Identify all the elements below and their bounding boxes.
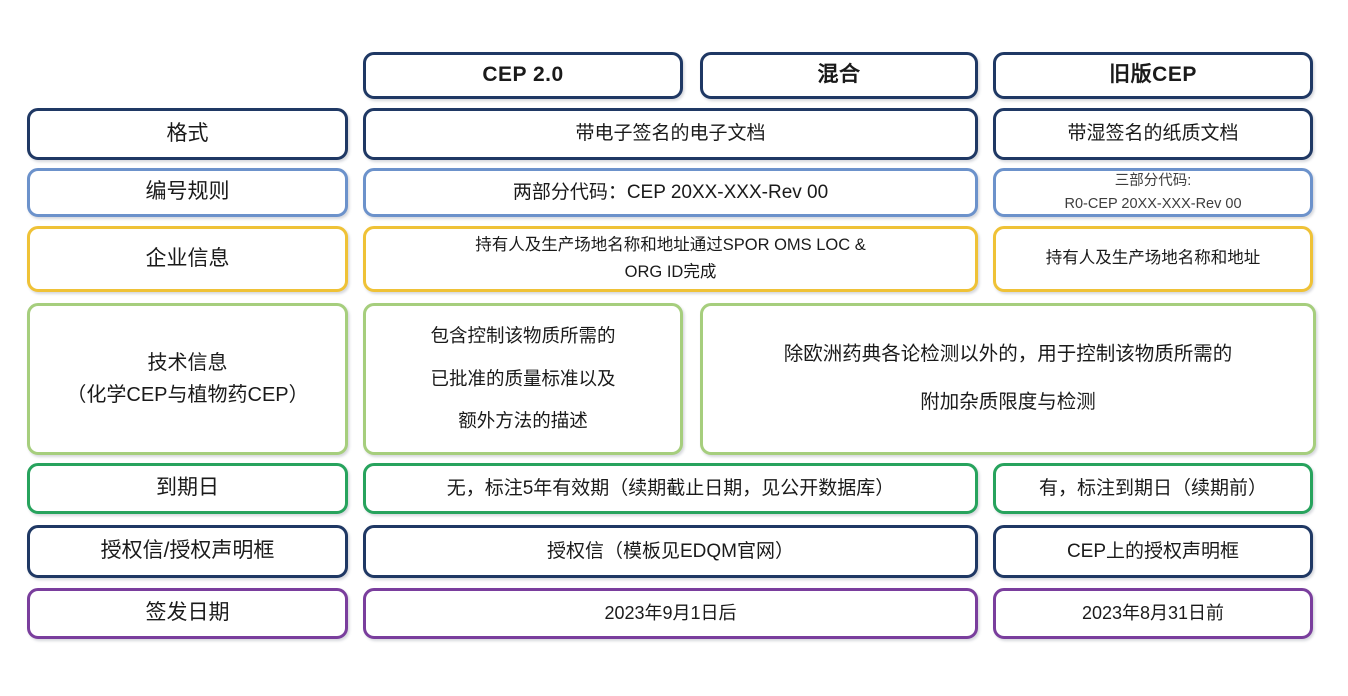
row-label-format: 格式 — [27, 108, 348, 160]
cell-technical-mixed-legacy-line2: 附加杂质限度与检测 — [920, 391, 1096, 413]
cell-format-legacy: 带湿签名的纸质文档 — [993, 108, 1313, 160]
row-label-expiry-date-text: 到期日 — [156, 476, 219, 500]
row-label-authorization-text: 授权信/授权声明框 — [100, 539, 275, 563]
cell-issue-date-legacy: 2023年8月31日前 — [993, 588, 1313, 639]
cell-issue-date-cep20-mixed: 2023年9月1日后 — [363, 588, 978, 639]
row-label-company-info: 企业信息 — [27, 226, 348, 292]
row-label-issue-date-text: 签发日期 — [145, 601, 230, 625]
cell-technical-mixed-legacy: 除欧洲药典各论检测以外的，用于控制该物质所需的 附加杂质限度与检测 — [700, 303, 1316, 455]
row-label-format-text: 格式 — [166, 121, 209, 145]
cell-authorization-legacy: CEP上的授权声明框 — [993, 525, 1313, 578]
cell-issue-date-legacy-text: 2023年8月31日前 — [1081, 603, 1225, 624]
col-header-cep20-label: CEP 2.0 — [482, 63, 564, 87]
cell-numbering-cep20-mixed: 两部分代码：CEP 20XX-XXX-Rev 00 — [363, 168, 978, 217]
cell-company-cep20-mixed-line2: ORG ID完成 — [624, 263, 717, 281]
cell-numbering-legacy-line1: 三部分代码: — [1114, 173, 1192, 190]
cell-technical-cep20-line2: 已批准的质量标准以及 — [430, 367, 616, 389]
row-label-technical-info: 技术信息 （化学CEP与植物药CEP） — [27, 303, 348, 455]
cell-technical-mixed-legacy-line1: 除欧洲药典各论检测以外的，用于控制该物质所需的 — [783, 343, 1233, 366]
cell-authorization-cep20-mixed: 授权信（模板见EDQM官网） — [363, 525, 978, 578]
cell-technical-cep20-line1: 包含控制该物质所需的 — [430, 325, 616, 347]
cell-expiry-cep20-mixed-text: 无，标注5年有效期（续期截止日期，见公开数据库） — [446, 477, 895, 499]
cell-authorization-cep20-mixed-text: 授权信（模板见EDQM官网） — [546, 540, 794, 562]
cell-numbering-legacy: 三部分代码: R0-CEP 20XX-XXX-Rev 00 — [993, 168, 1313, 217]
cell-format-cep20-mixed: 带电子签名的电子文档 — [363, 108, 978, 160]
row-label-technical-info-line2: （化学CEP与植物药CEP） — [66, 384, 309, 406]
row-label-numbering-text: 编号规则 — [145, 180, 230, 204]
row-label-company-info-text: 企业信息 — [145, 246, 230, 270]
cell-format-legacy-text: 带湿签名的纸质文档 — [1067, 123, 1239, 145]
row-label-authorization: 授权信/授权声明框 — [27, 525, 348, 578]
cell-company-legacy-text: 持有人及生产场地名称和地址 — [1045, 249, 1261, 268]
row-label-issue-date: 签发日期 — [27, 588, 348, 639]
col-header-legacy-cep: 旧版CEP — [993, 52, 1313, 99]
row-label-numbering: 编号规则 — [27, 168, 348, 217]
cell-expiry-cep20-mixed: 无，标注5年有效期（续期截止日期，见公开数据库） — [363, 463, 978, 514]
col-header-cep20: CEP 2.0 — [363, 52, 683, 99]
row-label-technical-info-line1: 技术信息 — [147, 352, 228, 374]
cell-company-legacy: 持有人及生产场地名称和地址 — [993, 226, 1313, 292]
cell-numbering-legacy-line2: R0-CEP 20XX-XXX-Rev 00 — [1064, 195, 1242, 212]
cell-technical-cep20-line3: 额外方法的描述 — [458, 410, 588, 432]
row-label-expiry-date: 到期日 — [27, 463, 348, 514]
cell-expiry-legacy: 有，标注到期日（续期前） — [993, 463, 1313, 514]
cell-authorization-legacy-text: CEP上的授权声明框 — [1066, 540, 1240, 562]
cell-format-cep20-mixed-text: 带电子签名的电子文档 — [575, 123, 766, 145]
col-header-mixed-label: 混合 — [817, 63, 861, 87]
cell-company-cep20-mixed-line1: 持有人及生产场地名称和地址通过SPOR OMS LOC & — [475, 235, 866, 254]
cell-issue-date-cep20-mixed-text: 2023年9月1日后 — [604, 603, 737, 624]
col-header-legacy-cep-label: 旧版CEP — [1109, 63, 1197, 87]
col-header-mixed: 混合 — [700, 52, 978, 99]
cell-numbering-cep20-mixed-text: 两部分代码：CEP 20XX-XXX-Rev 00 — [512, 181, 829, 203]
cell-technical-cep20: 包含控制该物质所需的 已批准的质量标准以及 额外方法的描述 — [363, 303, 683, 455]
cell-company-cep20-mixed: 持有人及生产场地名称和地址通过SPOR OMS LOC & ORG ID完成 — [363, 226, 978, 292]
cell-expiry-legacy-text: 有，标注到期日（续期前） — [1038, 477, 1267, 499]
